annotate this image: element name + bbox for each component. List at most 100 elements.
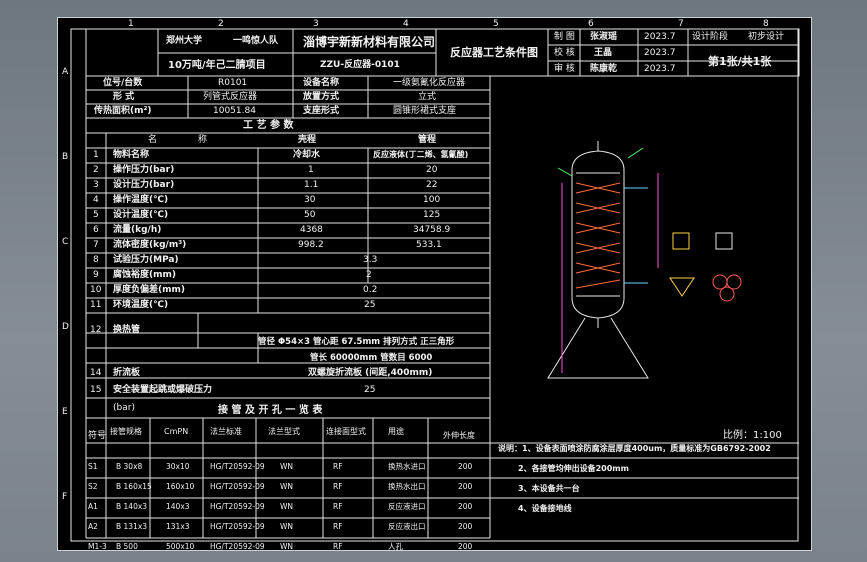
tube-value: 20 xyxy=(426,165,438,175)
nozzle-cell: WN xyxy=(280,522,294,531)
col-marker-4: 4 xyxy=(403,19,409,29)
nozzle-cell: M1-3 xyxy=(88,542,107,551)
sheet-count: 第1张/共1张 xyxy=(708,55,772,68)
nozzle-cell: S2 xyxy=(88,482,98,491)
shell-value: 1 xyxy=(308,165,314,175)
merged-value: 3.3 xyxy=(363,255,378,265)
eq-value: R0101 xyxy=(218,78,248,88)
param-name: 换热管 xyxy=(113,325,141,335)
param-name: 操作温度(℃) xyxy=(113,195,169,205)
role-date: 2023.7 xyxy=(644,64,676,74)
nozzle-cell: HG/T20592-09 xyxy=(210,462,265,471)
tube-value: 34758.9 xyxy=(413,225,451,235)
param-name: 操作压力(bar) xyxy=(113,165,175,175)
nozzle-cell: RF xyxy=(333,502,343,511)
nozzle-cell: RF xyxy=(333,542,343,551)
role-label: 审 核 xyxy=(554,64,575,74)
param-name: 设计温度(℃) xyxy=(113,210,169,220)
note-line: 4、设备接地线 xyxy=(518,504,572,513)
nozzle-cell: 反应液进口 xyxy=(388,502,426,511)
row-no: 15 xyxy=(90,385,102,395)
row-no: 8 xyxy=(93,255,99,265)
nozzle-cell: B 30x8 xyxy=(116,462,143,471)
tube-spec-line: 管长 60000mm 管数目 6000 xyxy=(310,353,433,363)
col-marker-2: 2 xyxy=(218,19,224,29)
nozzle-header: 连接面型式 xyxy=(326,427,366,436)
nozzle-cell: 500x10 xyxy=(166,542,195,551)
row-no: 7 xyxy=(93,240,99,250)
process-title: 工 艺 参 数 xyxy=(243,120,294,131)
row-no: 11 xyxy=(90,300,102,310)
reactor-vessel-drawing xyxy=(547,141,659,379)
col-marker-6: 6 xyxy=(588,19,594,29)
param-name: 腐蚀裕度(mm) xyxy=(113,270,176,280)
nozzle-header: 符号 xyxy=(88,431,107,441)
row-no: 9 xyxy=(93,270,99,280)
tube-value: 533.1 xyxy=(416,240,442,250)
param-name: 试验压力(MPa) xyxy=(113,255,179,265)
row-no: 1 xyxy=(93,150,99,160)
row-no: 14 xyxy=(90,368,102,378)
row-marker-b: B xyxy=(62,152,69,162)
nozzle-cell: HG/T20592-09 xyxy=(210,482,265,491)
col-marker-1: 1 xyxy=(128,19,134,29)
eq-label: 放置方式 xyxy=(303,92,340,102)
col-marker-7: 7 xyxy=(678,19,684,29)
eq-label: 位号/台数 xyxy=(103,78,143,88)
note-line: 2、各接管均伸出设备200mm xyxy=(518,464,629,473)
tube-spec-line: 管径 Φ54×3 管心距 67.5mm 排列方式 正三角形 xyxy=(258,337,455,347)
nozzle-cell: 反应液出口 xyxy=(388,522,426,531)
nozzle-header: 用途 xyxy=(388,427,404,436)
nozzle-cell: RF xyxy=(333,522,343,531)
shell-value: 4368 xyxy=(300,225,323,235)
nozzle-cell: WN xyxy=(280,462,294,471)
nozzle-cell: A1 xyxy=(88,502,98,511)
eq-label: 设备名称 xyxy=(303,78,340,88)
col-header: 壳程 xyxy=(298,135,317,145)
eq-value: 10051.84 xyxy=(213,106,256,116)
row-no: 12 xyxy=(90,325,102,335)
param-name: 物料名称 xyxy=(113,150,150,160)
shell-value: 998.2 xyxy=(298,240,324,250)
nozzle-cell: 200 xyxy=(458,542,473,551)
param-name: 折流板 xyxy=(113,368,141,378)
nozzle-cell: 200 xyxy=(458,482,473,491)
role-date: 2023.7 xyxy=(644,32,676,42)
nozzle-cell: RF xyxy=(333,482,343,491)
nozzle-cell: HG/T20592-09 xyxy=(210,502,265,511)
nozzle-cell: B 140x3 xyxy=(116,502,148,511)
row-no: 4 xyxy=(93,195,99,205)
param-name: 安全装置起跳或爆破压力 xyxy=(113,385,213,395)
nozzle-cell: 200 xyxy=(458,522,473,531)
col-marker-3: 3 xyxy=(313,19,319,29)
nozzle-cell: 160x10 xyxy=(166,482,195,491)
nozzle-cell: WN xyxy=(280,542,294,551)
drawing-sheet: 1 2 3 4 5 6 7 8 A B C D E F 郑州大学 一鸣惊人队 1… xyxy=(57,17,812,551)
tube-value: 125 xyxy=(423,210,441,220)
nozzle-cell: WN xyxy=(280,482,294,491)
col-header: 名 xyxy=(148,135,158,145)
row-marker-d: D xyxy=(62,322,69,332)
nozzle-header: 外伸长度 xyxy=(443,431,475,440)
nozzle-cell: HG/T20592-09 xyxy=(210,542,265,551)
merged-value: 25 xyxy=(364,300,376,310)
row-no: 10 xyxy=(90,285,102,295)
param-name: 厚度负偏差(mm) xyxy=(113,285,185,295)
nozzle-cell: B 500 xyxy=(116,542,138,551)
merged-value: 0.2 xyxy=(363,285,378,295)
nozzle-cell: RF xyxy=(333,462,343,471)
drawing-name: 反应器工艺条件图 xyxy=(450,46,538,59)
nozzle-table-title: 接 管 及 开 孔 一 览 表 xyxy=(218,405,323,416)
nozzle-cell: 人孔 xyxy=(388,542,403,551)
nozzle-cell: 200 xyxy=(458,462,473,471)
merged-value: 2 xyxy=(366,270,372,280)
nozzle-cell: B 131x3 xyxy=(116,522,148,531)
col-header: 称 xyxy=(198,135,208,145)
col-header: 管程 xyxy=(418,135,437,145)
param-name: 环境温度(℃) xyxy=(113,300,169,310)
param-name: 设计压力(bar) xyxy=(113,180,175,190)
note-line: 3、本设备共一台 xyxy=(518,484,580,493)
nozzle-header: 法兰型式 xyxy=(268,427,300,436)
row-marker-e: E xyxy=(62,407,68,417)
nozzle-cell: A2 xyxy=(88,522,98,531)
